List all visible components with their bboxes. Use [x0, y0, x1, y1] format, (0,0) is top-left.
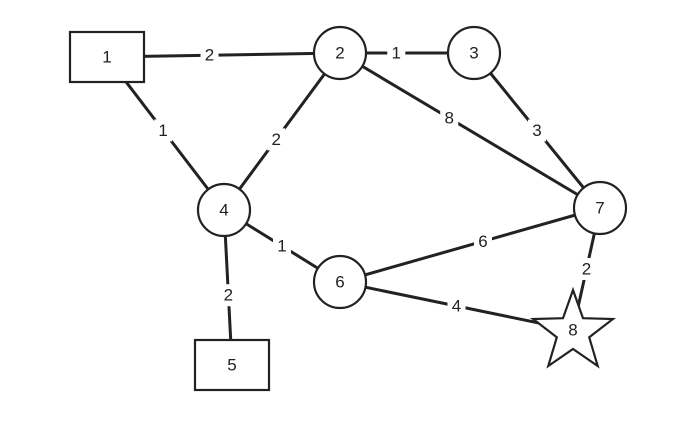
node-label: 3 — [469, 43, 478, 62]
node-1: 1 — [68, 30, 146, 84]
node-label: 8 — [568, 320, 577, 339]
circle-node-shape — [312, 254, 368, 310]
star-node-shape — [529, 286, 617, 369]
edge-label-background — [447, 295, 466, 317]
edge-label-background — [200, 44, 219, 67]
node-3: 3 — [446, 25, 502, 81]
node-label: 2 — [335, 43, 344, 62]
node-5: 5 — [193, 338, 271, 392]
edge-1-2: 2 — [105, 44, 342, 67]
node-7: 7 — [572, 180, 628, 236]
edge-weight-label: 1 — [158, 121, 167, 140]
edge-label-background — [577, 258, 596, 280]
edge-line — [105, 51, 342, 59]
circle-node-shape — [312, 25, 368, 81]
edge-weight-label: 1 — [277, 236, 286, 255]
edge-label-background — [219, 284, 238, 307]
edge-label-background — [267, 128, 286, 151]
edge-label-background — [528, 119, 546, 142]
edge-label-background — [474, 230, 492, 253]
edge-weight-label: 6 — [478, 232, 487, 251]
square-node-shape — [193, 338, 271, 392]
edge-weight-label: 2 — [582, 259, 591, 278]
edge-2-7: 8 — [338, 51, 602, 210]
edges-layer: 2 1 1 2 8 3 2 1 6 4 2 — [105, 42, 602, 367]
node-4: 4 — [196, 182, 252, 238]
square-node-shape — [68, 30, 146, 84]
edge-6-8: 4 — [338, 280, 575, 332]
edge-label-background — [273, 235, 291, 257]
nodes-layer: 1 2 3 4 5 6 7 8 — [68, 25, 628, 392]
node-label: 4 — [219, 200, 228, 219]
edge-line — [338, 206, 602, 284]
edge-2-4: 2 — [222, 51, 342, 212]
edge-weight-label: 3 — [532, 121, 541, 140]
edge-label-background — [387, 42, 406, 64]
edge-weight-label: 2 — [271, 130, 280, 149]
edge-label-background — [440, 107, 459, 130]
edge-weight-label: 2 — [224, 286, 233, 305]
edge-weight-label: 1 — [392, 43, 401, 62]
circle-node-shape — [572, 180, 628, 236]
edge-label-background — [154, 119, 173, 142]
node-6: 6 — [312, 254, 368, 310]
node-label: 5 — [227, 355, 236, 374]
node-label: 6 — [335, 272, 344, 291]
edge-weight-label: 8 — [444, 109, 453, 128]
node-label: 7 — [595, 198, 604, 217]
circle-node-shape — [446, 25, 502, 81]
edge-line — [338, 51, 602, 210]
node-8: 8 — [529, 286, 617, 369]
edge-6-7: 6 — [338, 206, 602, 284]
edge-weight-label: 4 — [452, 296, 461, 315]
node-label: 1 — [102, 47, 111, 66]
edge-3-7: 3 — [472, 51, 602, 210]
node-2: 2 — [312, 25, 368, 81]
circle-node-shape — [196, 182, 252, 238]
edge-weight-label: 2 — [205, 46, 214, 65]
